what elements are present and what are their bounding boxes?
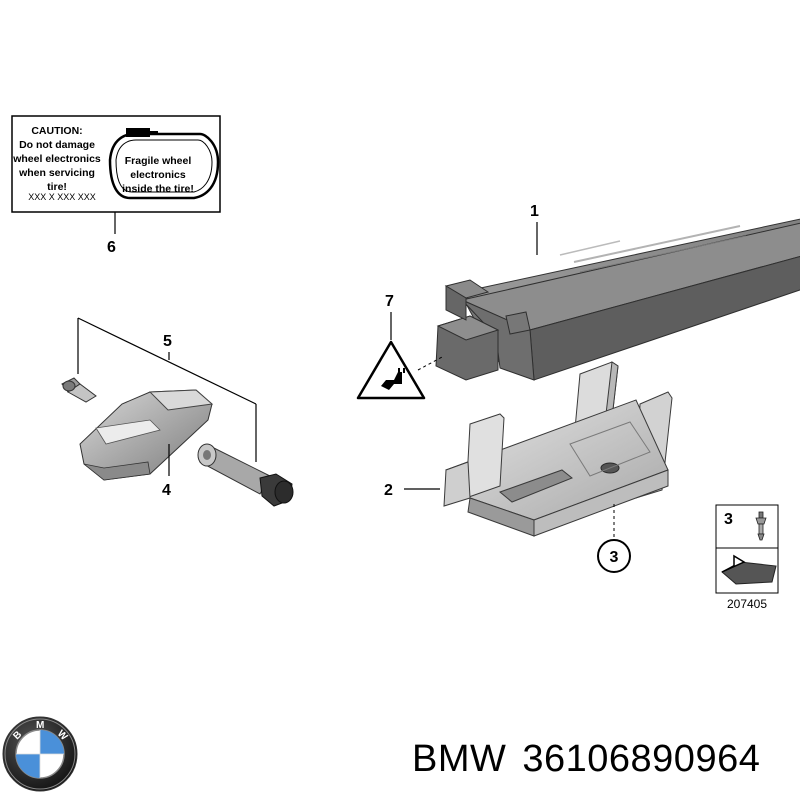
caution-line-3: wheel electronics bbox=[12, 153, 101, 165]
tire-outline-icon bbox=[108, 128, 220, 200]
label-code: XXX X XXX XXX bbox=[28, 192, 96, 202]
tire-line-2: electronics bbox=[130, 169, 186, 181]
installation-arrow-icon bbox=[721, 554, 777, 592]
legend-box: 3 bbox=[715, 504, 779, 594]
valve-screw bbox=[61, 377, 97, 403]
brand-name: BMW bbox=[412, 738, 507, 780]
callout-6: 6 bbox=[107, 239, 116, 256]
part-number: 36106890964 bbox=[522, 738, 761, 780]
rivet-icon bbox=[755, 511, 767, 541]
valve-stem bbox=[197, 443, 294, 507]
svg-text:M: M bbox=[36, 720, 44, 731]
tire-line-1: Fragile wheel bbox=[125, 155, 192, 167]
diagram-reference-number: 207405 bbox=[727, 597, 767, 611]
control-unit-body bbox=[435, 222, 800, 381]
electrical-warning-icon bbox=[356, 340, 426, 400]
caution-line-5: tire! bbox=[47, 181, 67, 193]
caution-line-2: Do not damage bbox=[19, 139, 95, 151]
mounting-bracket bbox=[443, 361, 673, 537]
leader-line-7-dashed bbox=[417, 355, 445, 371]
tire-line-3: inside the tire! bbox=[122, 183, 194, 195]
assembly-bracket-line bbox=[77, 317, 257, 462]
callout-1: 1 bbox=[530, 203, 539, 220]
callout-4: 4 bbox=[162, 482, 171, 499]
caution-label: CAUTION: Do not damage wheel electronics… bbox=[11, 115, 221, 213]
caution-line-4: when servicing bbox=[18, 167, 95, 179]
caution-line-1: CAUTION: bbox=[31, 125, 82, 137]
callout-5: 5 bbox=[163, 333, 172, 350]
callout-7: 7 bbox=[385, 293, 394, 310]
callout-3: 3 bbox=[610, 549, 619, 566]
tire-pressure-sensor bbox=[79, 389, 214, 481]
callout-3-circle bbox=[597, 539, 631, 573]
bmw-logo: B M W bbox=[2, 716, 78, 792]
part-caption: BMW 36106890964 bbox=[412, 738, 760, 781]
callout-2: 2 bbox=[384, 482, 393, 499]
legend-number: 3 bbox=[724, 511, 733, 528]
